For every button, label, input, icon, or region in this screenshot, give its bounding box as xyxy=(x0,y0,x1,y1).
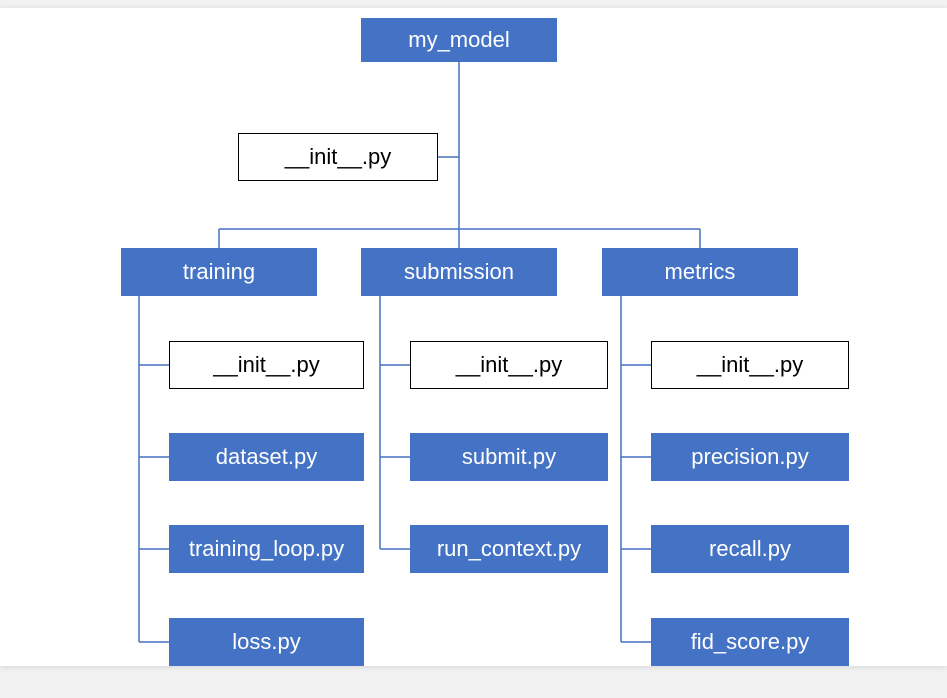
root-init-file: __init__.py xyxy=(238,133,438,181)
submission-file-run-context: run_context.py xyxy=(410,525,608,573)
metrics-file-precision: precision.py xyxy=(651,433,849,481)
root-package-node: my_model xyxy=(361,18,557,62)
metrics-file-fid-score: fid_score.py xyxy=(651,618,849,666)
training-file-loss: loss.py xyxy=(169,618,364,666)
metrics-init-file: __init__.py xyxy=(651,341,849,389)
metrics-file-recall: recall.py xyxy=(651,525,849,573)
training-init-file: __init__.py xyxy=(169,341,364,389)
training-file-dataset: dataset.py xyxy=(169,433,364,481)
metrics-package-node: metrics xyxy=(602,248,798,296)
submission-init-file: __init__.py xyxy=(410,341,608,389)
training-file-training-loop: training_loop.py xyxy=(169,525,364,573)
submission-file-submit: submit.py xyxy=(410,433,608,481)
submission-package-node: submission xyxy=(361,248,557,296)
training-package-node: training xyxy=(121,248,317,296)
